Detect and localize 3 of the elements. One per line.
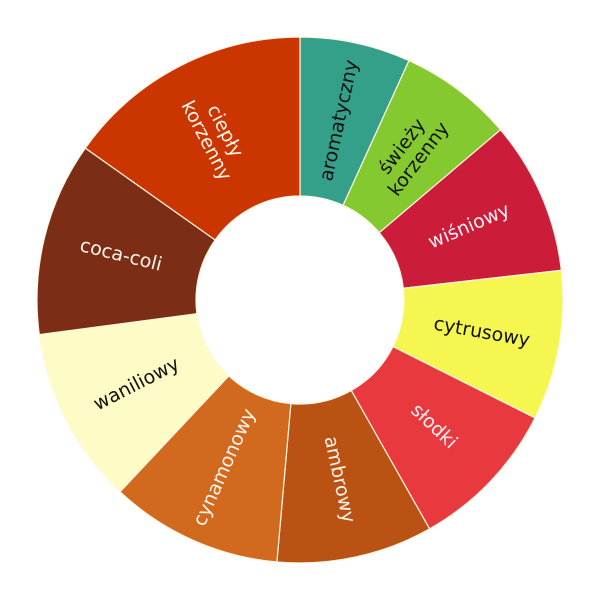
slice-label: coca-coli <box>78 236 164 276</box>
slice-label: cytrusowy <box>432 313 532 352</box>
slice-label: ambrowy <box>319 434 359 526</box>
